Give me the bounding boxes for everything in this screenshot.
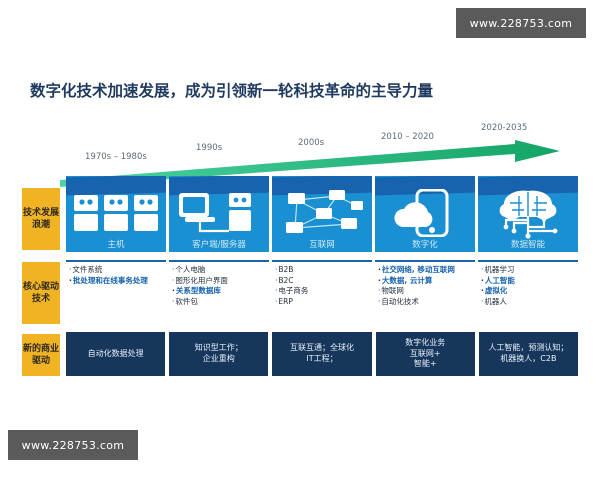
watermark-bottom: www.228753.com	[8, 430, 138, 460]
tech-wave-caption: 数据智能	[510, 240, 545, 250]
tech-wave-caption: 互联网	[309, 240, 335, 250]
core-technology-cell: 文件系统批处理和在线事务处理	[66, 260, 166, 326]
list-item: B2C	[275, 276, 370, 287]
list-item: 大数据, 云计算	[378, 276, 473, 287]
sidebar-item-core-tech: 核心驱动技术	[22, 262, 60, 324]
list-item: 物联网	[378, 286, 473, 297]
business-driver-cell[interactable]: 知识型工作； 企业重构	[169, 332, 269, 376]
list-item: 机器人	[481, 297, 576, 308]
era-label-2: 2000s	[298, 138, 325, 148]
list-item: 机器学习	[481, 265, 576, 276]
era-label-0: 1970s – 1980s	[85, 152, 147, 162]
sidebar-item-label: 技术发展浪潮	[22, 207, 59, 230]
core-technology-list: 社交网络, 移动互联网大数据, 云计算物联网自动化技术	[378, 265, 473, 308]
tech-wave-cell[interactable]: 数据智能	[478, 176, 578, 252]
list-item: ERP	[275, 297, 370, 308]
business-driver-cell[interactable]: 人工智能，预测认知； 机器换人，C2B	[478, 332, 579, 376]
tech-wave-caption: 客户端/服务器	[192, 240, 246, 250]
sidebar-item-tech-waves: 技术发展浪潮	[22, 188, 60, 250]
network-icon	[272, 188, 372, 238]
tech-wave-caption: 数字化	[412, 240, 438, 250]
core-technology-cell: 个人电脑图形化用户界面关系型数据库软件包	[169, 260, 269, 326]
tech-wave-cell[interactable]: 互联网	[272, 176, 372, 252]
era-label-3: 2010 – 2020	[381, 132, 434, 142]
list-item: 批处理和在线事务处理	[69, 276, 164, 287]
core-technology-list: 文件系统批处理和在线事务处理	[69, 265, 164, 286]
business-driver-row: 自动化数据处理知识型工作； 企业重构互联互通；全球化 IT工程；数字化业务 互联…	[66, 332, 579, 376]
watermark-top: www.228753.com	[456, 8, 586, 38]
sidebar-item-business-drivers: 新的商业驱动	[22, 334, 60, 376]
tech-wave-caption: 主机	[107, 240, 125, 250]
sidebar-item-label: 新的商业驱动	[22, 343, 59, 366]
business-driver-cell[interactable]: 数字化业务 互联网+ 智能+	[375, 332, 475, 376]
core-technology-cell: 机器学习人工智能虚拟化机器人	[478, 260, 578, 326]
sidebar-item-label: 核心驱动技术	[22, 281, 59, 304]
era-label-1: 1990s	[196, 143, 223, 153]
list-item: 图形化用户界面	[172, 276, 267, 287]
technology-waves-chart: 技术发展浪潮 核心驱动技术 新的商业驱动 主机	[22, 176, 579, 376]
core-technology-list: B2BB2C电子商务ERP	[275, 265, 370, 308]
tech-wave-row: 主机 客户端/服务器	[66, 176, 578, 252]
list-item: 文件系统	[69, 265, 164, 276]
list-item: 人工智能	[481, 276, 576, 287]
cloud-mobile-icon	[375, 188, 475, 238]
tech-wave-cell[interactable]: 客户端/服务器	[169, 176, 269, 252]
mainframe-icon	[66, 188, 166, 238]
client-server-icon	[169, 188, 269, 238]
list-item: 虚拟化	[481, 286, 576, 297]
list-item: 电子商务	[275, 286, 370, 297]
list-item: B2B	[275, 265, 370, 276]
era-label-4: 2020-2035	[481, 123, 528, 133]
business-driver-cell[interactable]: 互联互通；全球化 IT工程；	[272, 332, 372, 376]
core-technology-row: 文件系统批处理和在线事务处理个人电脑图形化用户界面关系型数据库软件包B2BB2C…	[66, 260, 578, 326]
tech-wave-cell[interactable]: 数字化	[375, 176, 475, 252]
core-technology-list: 个人电脑图形化用户界面关系型数据库软件包	[172, 265, 267, 308]
list-item: 关系型数据库	[172, 286, 267, 297]
business-driver-cell[interactable]: 自动化数据处理	[66, 332, 166, 376]
tech-wave-cell[interactable]: 主机	[66, 176, 166, 252]
list-item: 社交网络, 移动互联网	[378, 265, 473, 276]
ai-brain-icon	[478, 188, 578, 239]
list-item: 个人电脑	[172, 265, 267, 276]
core-technology-list: 机器学习人工智能虚拟化机器人	[481, 265, 576, 308]
list-item: 自动化技术	[378, 297, 473, 308]
list-item: 软件包	[172, 297, 267, 308]
core-technology-cell: 社交网络, 移动互联网大数据, 云计算物联网自动化技术	[375, 260, 475, 326]
core-technology-cell: B2BB2C电子商务ERP	[272, 260, 372, 326]
page-title: 数字化技术加速发展，成为引领新一轮科技革命的主导力量	[30, 82, 434, 100]
